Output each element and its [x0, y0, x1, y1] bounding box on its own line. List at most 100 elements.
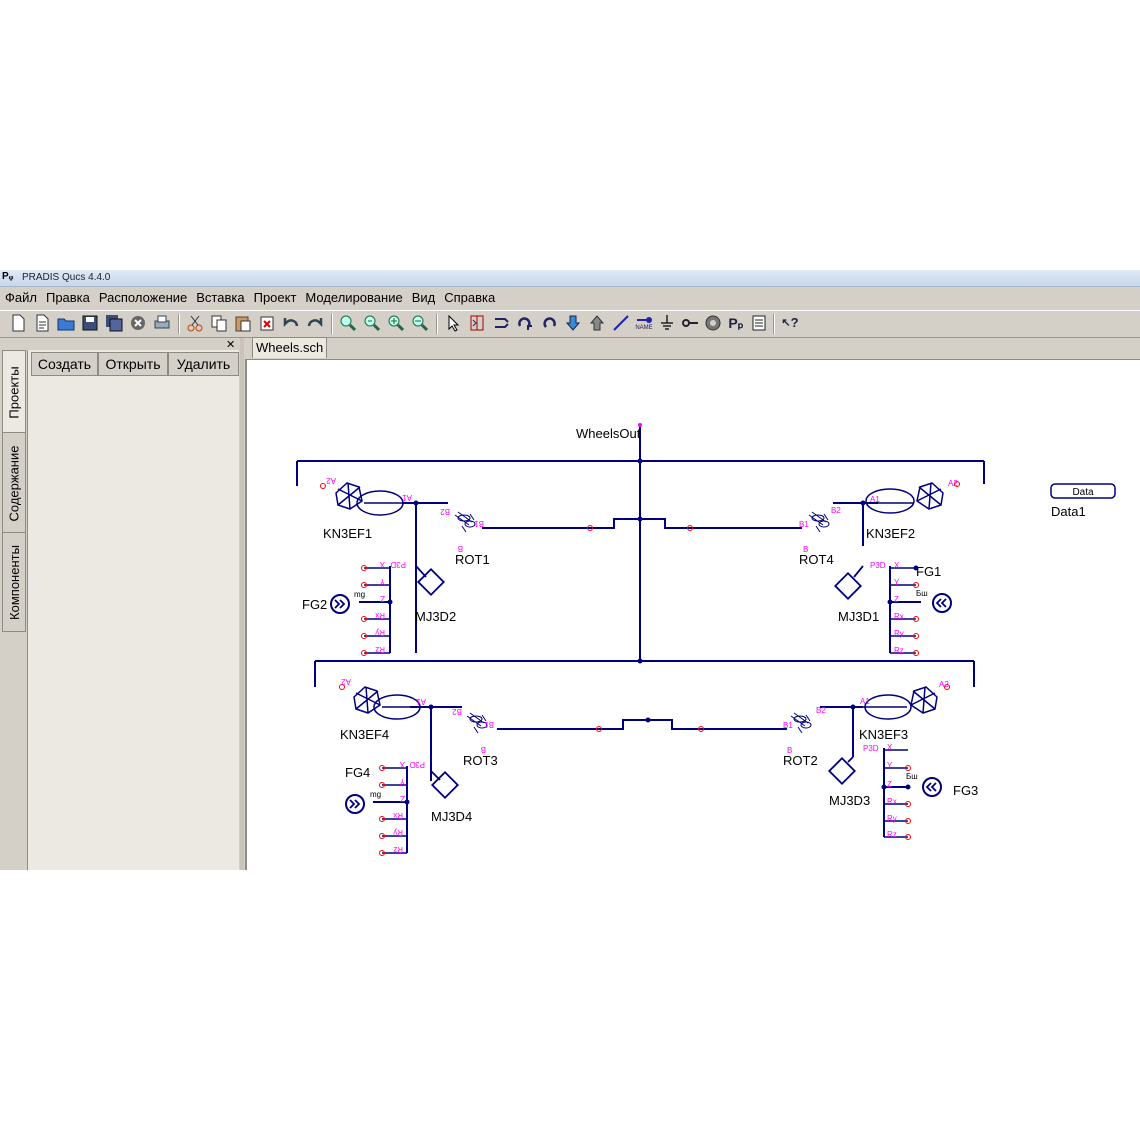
- kn3ef1-symbol[interactable]: [335, 482, 404, 516]
- project-list[interactable]: [28, 377, 239, 870]
- delete-icon[interactable]: [257, 313, 277, 333]
- pin-rx-1: Rx: [894, 612, 904, 621]
- print-icon[interactable]: [152, 313, 172, 333]
- port-icon[interactable]: [680, 313, 700, 333]
- mirror-icon[interactable]: [467, 313, 487, 333]
- pin-b-rot2: B: [787, 746, 792, 755]
- pin-z-3: Z: [887, 780, 892, 789]
- whats-this-icon[interactable]: ↖?: [780, 313, 800, 333]
- schematic-canvas[interactable]: WheelsOut: [245, 359, 1140, 870]
- rot1-symbol[interactable]: [454, 511, 476, 533]
- kn3ef3-symbol[interactable]: [863, 686, 938, 720]
- mirror-y-icon[interactable]: [491, 313, 511, 333]
- label-kn3ef2: KN3EF2: [866, 526, 915, 541]
- pp-icon[interactable]: Pₚ: [728, 315, 744, 331]
- pin-b2-rot3: B2: [452, 707, 462, 716]
- simulate-icon[interactable]: [703, 313, 723, 333]
- pin-b-rot4: B: [803, 545, 808, 554]
- pin-mg-fg4: mg: [370, 790, 381, 799]
- menu-project[interactable]: Проект: [253, 290, 297, 305]
- save-all-icon[interactable]: [104, 313, 124, 333]
- pin-rx-3: Rx: [887, 797, 897, 806]
- tab-projects-label: Проекты: [6, 365, 22, 419]
- redo-icon[interactable]: [305, 313, 325, 333]
- delete-button[interactable]: Удалить: [168, 352, 239, 376]
- pin-a1-kn3ef3: A1: [860, 697, 870, 706]
- pin-ry-1: Ry: [894, 629, 904, 638]
- dock-splitter[interactable]: [240, 338, 244, 870]
- schematic-drawing: WheelsOut: [296, 423, 1116, 856]
- zoom-select-icon[interactable]: [362, 313, 382, 333]
- label-icon[interactable]: NAME: [633, 313, 655, 333]
- pin-a1-kn3ef1: A1: [402, 493, 412, 502]
- new-text-icon[interactable]: [32, 313, 52, 333]
- ground-icon[interactable]: [657, 313, 677, 333]
- paste-icon[interactable]: [233, 313, 253, 333]
- document-icon[interactable]: [749, 313, 769, 333]
- pin-rz-1: Rz: [894, 646, 904, 655]
- rotate-ccw-icon[interactable]: [539, 313, 559, 333]
- component-labels: KN3EF1 KN3EF2 KN3EF4 KN3EF3 ROT1 ROT4 RO…: [302, 526, 978, 824]
- port-circles: [320, 481, 960, 856]
- pin-y-1: Y: [894, 578, 900, 587]
- zoom-in-icon[interactable]: [386, 313, 406, 333]
- data-block[interactable]: Data Data1: [1050, 483, 1116, 519]
- create-button[interactable]: Создать: [31, 352, 98, 376]
- label-kn3ef1: KN3EF1: [323, 526, 372, 541]
- close-icon[interactable]: [128, 313, 148, 333]
- rot4-symbol[interactable]: [808, 511, 830, 533]
- zoom-fit-icon[interactable]: [338, 313, 358, 333]
- menu-file[interactable]: Файл: [5, 290, 37, 305]
- menu-positioning[interactable]: Расположение: [98, 290, 188, 305]
- cut-icon[interactable]: [185, 313, 205, 333]
- rot2-symbol[interactable]: [790, 712, 812, 734]
- rot3-symbol[interactable]: [466, 712, 488, 734]
- save-icon[interactable]: [80, 313, 100, 333]
- tab-projects[interactable]: Проекты: [2, 350, 26, 434]
- zoom-out-icon[interactable]: [410, 313, 430, 333]
- pin-p3d-mj3d2: P3D: [390, 560, 406, 569]
- rotate-icon[interactable]: [515, 313, 535, 333]
- pin-b2-rot2: B2: [816, 706, 826, 715]
- tab-components-label: Компоненты: [6, 544, 22, 620]
- mj3d-symbols[interactable]: [415, 565, 864, 800]
- tab-components[interactable]: Компоненты: [2, 532, 26, 632]
- projects-panel: Создать Открыть Удалить: [27, 350, 239, 870]
- menu-simulation[interactable]: Моделирование: [305, 290, 403, 305]
- pin-bsh-fg1: Бш: [916, 589, 928, 598]
- new-file-icon[interactable]: [8, 313, 28, 333]
- tab-content[interactable]: Содержание: [2, 432, 26, 534]
- left-dock: ✕ Проекты Содержание Компоненты Создать …: [0, 338, 240, 870]
- wire-icon[interactable]: [611, 313, 631, 333]
- pin-rz-3: Rz: [887, 830, 897, 839]
- select-arrow-icon[interactable]: [443, 313, 463, 333]
- copy-icon[interactable]: [209, 313, 229, 333]
- title-bar: Pᵩ PRADIS Qucs 4.4.0: [0, 270, 1140, 287]
- label-fg4: FG4: [345, 765, 370, 780]
- close-icon[interactable]: ✕: [226, 339, 236, 351]
- tab-wheels-sch[interactable]: Wheels.sch: [252, 337, 328, 358]
- label-fg1: FG1: [916, 564, 941, 579]
- go-down-icon[interactable]: [563, 313, 583, 333]
- label-mj3d3: MJ3D3: [829, 793, 870, 808]
- kn3ef2-symbol[interactable]: [865, 482, 944, 514]
- menu-insert[interactable]: Вставка: [196, 290, 245, 305]
- label-rot3: ROT3: [463, 753, 498, 768]
- go-up-icon[interactable]: [587, 313, 607, 333]
- pin-y-2: Y: [379, 577, 385, 586]
- data-box-name: Data1: [1051, 504, 1086, 519]
- pin-x-fg1: X: [894, 561, 900, 570]
- menu-help[interactable]: Справка: [444, 290, 496, 305]
- app-window: Pᵩ PRADIS Qucs 4.4.0 Файл Правка Расположе…: [0, 270, 1140, 870]
- label-kn3ef4: KN3EF4: [340, 727, 389, 742]
- undo-icon[interactable]: [281, 313, 301, 333]
- open-button[interactable]: Открыть: [98, 352, 168, 376]
- kn3ef4-symbol[interactable]: [353, 686, 421, 720]
- pin-rx-4: Rx: [393, 811, 403, 820]
- open-folder-icon[interactable]: [56, 313, 76, 333]
- force-generators[interactable]: [330, 593, 952, 814]
- pin-b1-rot4: B1: [799, 520, 809, 529]
- menu-edit[interactable]: Правка: [45, 290, 90, 305]
- menu-view[interactable]: Вид: [411, 290, 436, 305]
- window-title: PRADIS Qucs 4.4.0: [22, 272, 111, 283]
